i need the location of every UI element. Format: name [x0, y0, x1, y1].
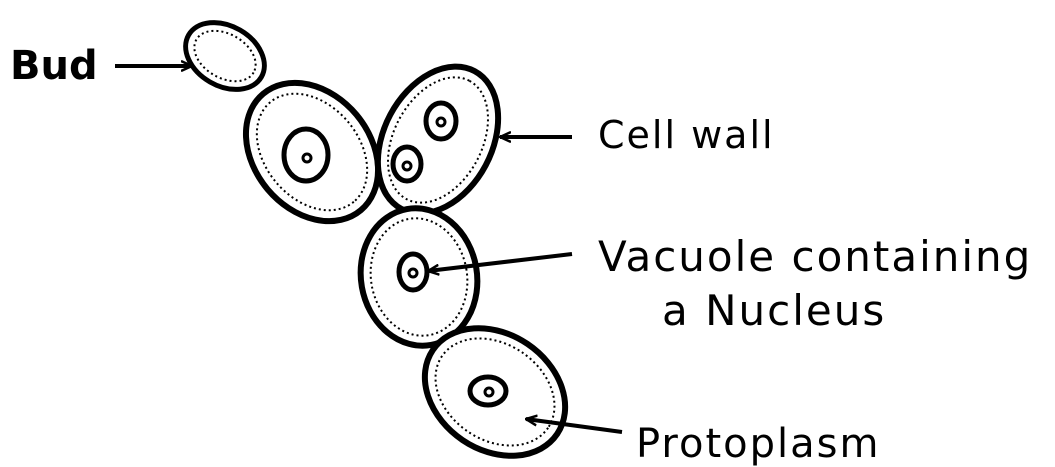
cell-b	[354, 46, 523, 234]
vacuole-c	[399, 254, 427, 290]
vacuole-label-line2: a Nucleus	[662, 290, 886, 332]
vacuole-label-line1: Vacuole containing	[598, 236, 1032, 278]
bud-label: Bud	[10, 46, 98, 86]
vacuole-b2	[393, 147, 421, 181]
vacuole-d	[470, 377, 506, 405]
vacuole-b1	[426, 103, 456, 139]
protoplasm-label: Protoplasm	[636, 424, 880, 464]
cell-wall-label: Cell wall	[598, 116, 775, 154]
bud-cell	[174, 9, 277, 103]
